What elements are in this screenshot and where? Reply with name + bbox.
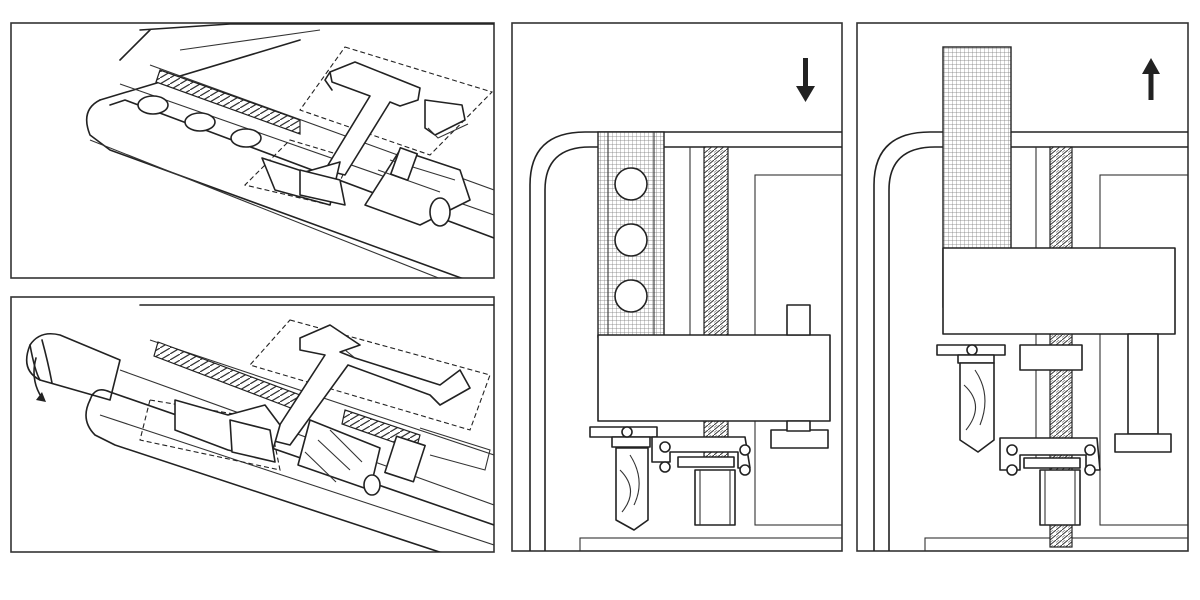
drill-bit	[589, 426, 658, 531]
clamp-bracket-2	[174, 324, 471, 463]
clamp-region-dashed-2	[139, 319, 491, 471]
tray-base	[85, 23, 494, 278]
motor-assembly	[364, 146, 471, 227]
bracket-motor	[651, 436, 751, 526]
rotating-handle	[25, 332, 121, 401]
rotate-arrow-icon	[33, 357, 46, 402]
panel-4	[856, 22, 1189, 552]
arrow-down-icon	[796, 58, 815, 102]
crossbar-block	[597, 334, 831, 422]
housing-outline	[529, 131, 842, 551]
guide-pin	[770, 304, 829, 449]
tool-holes	[137, 95, 262, 148]
panel-1	[10, 22, 495, 279]
drill-bit-holder	[297, 419, 491, 496]
panel-3	[511, 22, 843, 552]
tool-plate	[597, 131, 665, 338]
panel-3-frame	[511, 22, 843, 552]
crossbar-block-raised	[942, 247, 1176, 335]
panel-2	[10, 296, 495, 553]
guide-pin-4	[1114, 333, 1172, 453]
vertical-screw	[689, 146, 729, 461]
clamp-bracket	[261, 61, 469, 206]
bracket-motor-4	[999, 437, 1101, 526]
lead-screw	[155, 69, 301, 135]
drill-bit-raised	[936, 344, 1083, 453]
arrow-up-icon	[1142, 58, 1160, 100]
panel-1-frame	[10, 22, 495, 279]
